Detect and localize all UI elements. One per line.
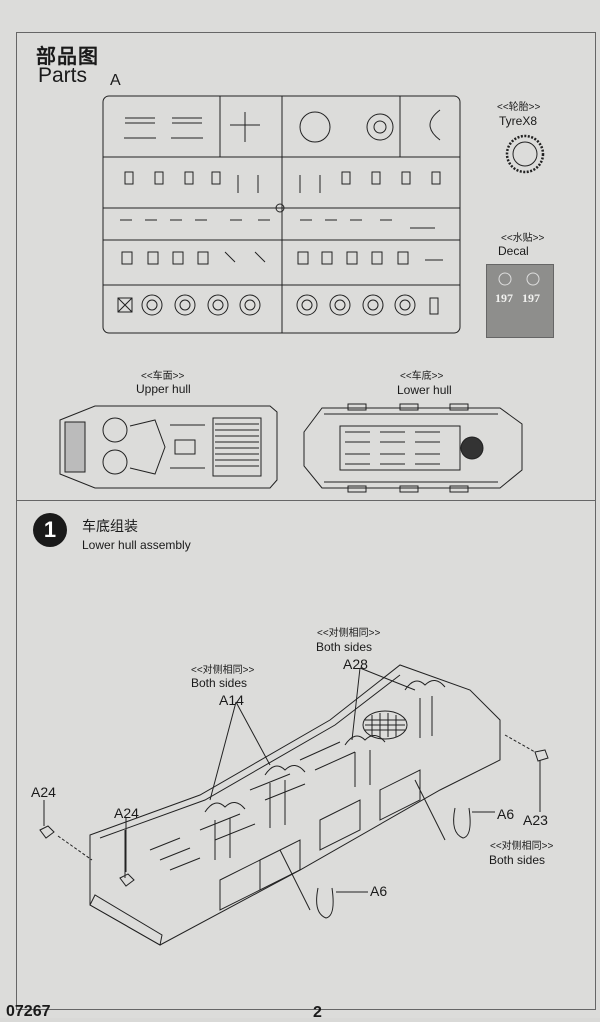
- page-number: 2: [313, 1004, 322, 1021]
- upper-hull-label-en: Upper hull: [136, 382, 191, 396]
- decal-number-1: 197: [495, 291, 513, 305]
- callout-a14: A14: [219, 692, 244, 708]
- tyre-label-cn: <<轮胎>>: [497, 102, 541, 113]
- tyre-label-en: TyreX8: [499, 114, 538, 128]
- callout-a24-left: A24: [31, 784, 56, 800]
- callout-a24-center: A24: [114, 805, 139, 821]
- callout-a6-bottom: A6: [370, 883, 388, 899]
- step-title-en: Lower hull assembly: [82, 538, 191, 552]
- note-3-en: Both sides: [489, 853, 546, 867]
- note-2-cn: <<对侧相同>>: [191, 665, 255, 676]
- tyre-icon: [505, 134, 545, 174]
- callout-a23: A23: [523, 812, 548, 828]
- lower-hull-label-cn: <<车底>>: [400, 371, 444, 382]
- upper-hull-label-cn: <<车面>>: [141, 371, 185, 382]
- note-1-cn: <<对侧相同>>: [317, 628, 381, 639]
- lower-hull-drawing: [303, 403, 523, 493]
- parts-title-en: Parts: [38, 64, 88, 87]
- callout-a28: A28: [343, 656, 368, 672]
- product-code: 07267: [6, 1003, 51, 1020]
- parts-title-cn: 部品图: [36, 46, 99, 68]
- upper-hull-drawing: [59, 405, 278, 489]
- callout-a6-right: A6: [497, 806, 515, 822]
- decal-label-cn: <<水贴>>: [501, 233, 545, 244]
- step-number-badge: 1: [33, 513, 67, 547]
- decal-label-en: Decal: [498, 244, 529, 258]
- decal-emblem-icon: [498, 272, 540, 286]
- lower-hull-label-en: Lower hull: [397, 383, 452, 397]
- sprue-letter: A: [110, 72, 121, 89]
- decal-number-2: 197: [522, 291, 540, 305]
- step-title-cn: 车底组装: [82, 518, 138, 534]
- decal-sheet: 197 197: [486, 264, 554, 338]
- note-3-cn: <<对侧相同>>: [490, 841, 554, 852]
- section-divider: [16, 500, 596, 501]
- page-frame: [16, 32, 596, 1010]
- note-2-en: Both sides: [191, 676, 248, 690]
- note-1-en: Both sides: [316, 640, 373, 654]
